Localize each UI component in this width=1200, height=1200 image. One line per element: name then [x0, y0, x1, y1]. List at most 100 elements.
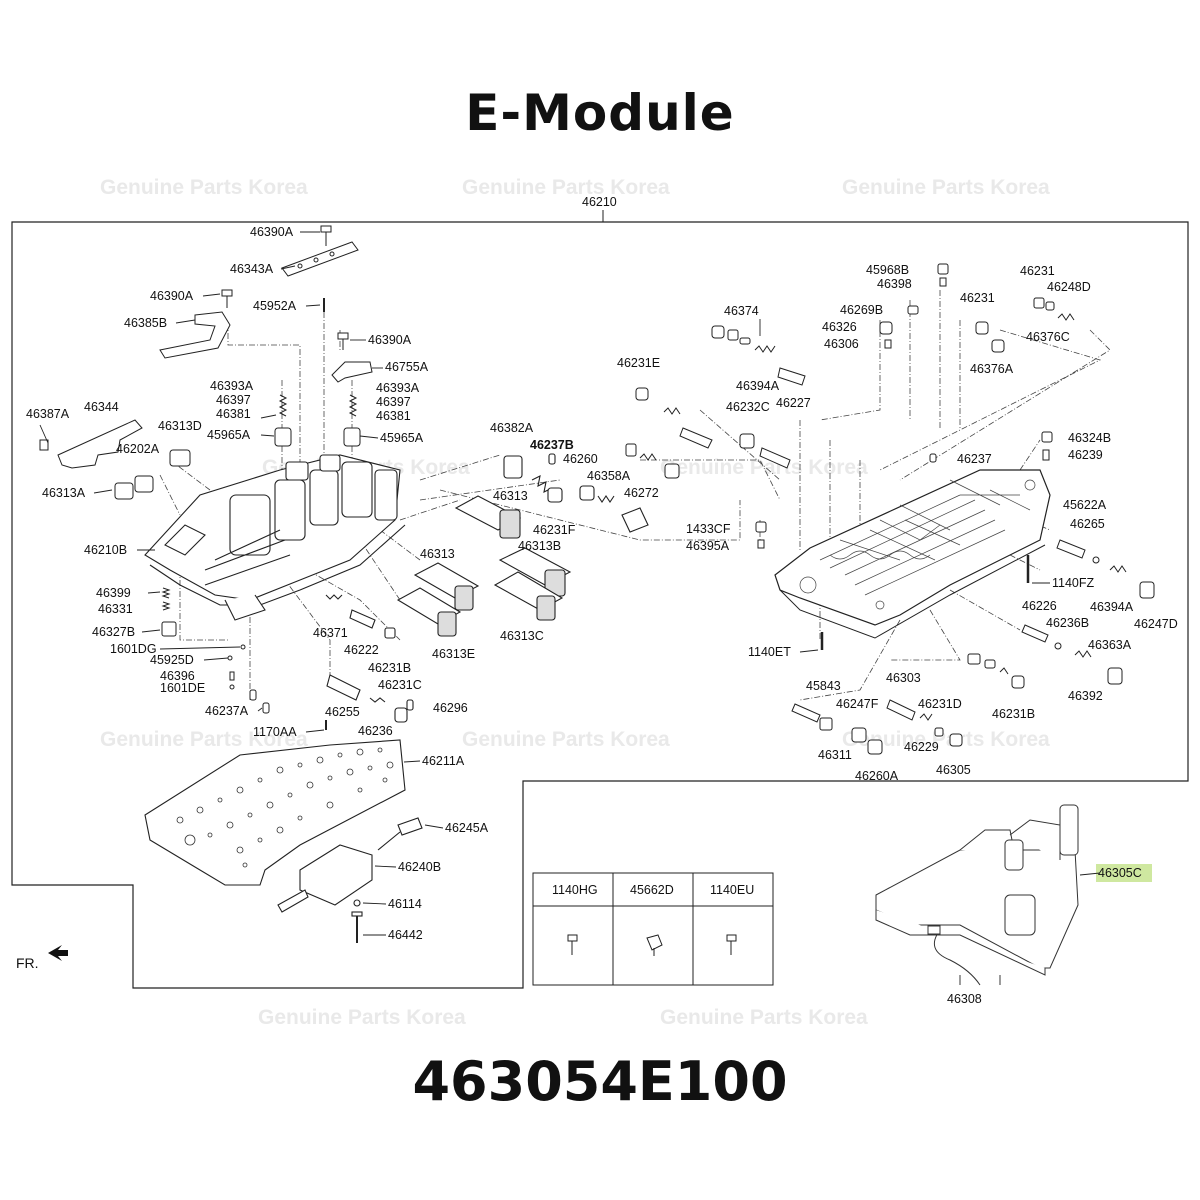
part-label: 46385B [124, 316, 167, 330]
part-label: 45965A [380, 431, 424, 445]
part-label: 46381 [216, 407, 251, 421]
part-label: 46308 [947, 992, 982, 1006]
part-label: 46381 [376, 409, 411, 423]
part-label: 46398 [877, 277, 912, 291]
part-label: 46390A [368, 333, 412, 347]
part-label: 46313C [500, 629, 544, 643]
watermark: Genuine Parts Korea [462, 728, 670, 751]
part-label: 46296 [433, 701, 468, 715]
part-label: 46755A [385, 360, 429, 374]
part-label: 46229 [904, 740, 939, 754]
part-label: 46313B [518, 539, 561, 553]
part-label: 46202A [116, 442, 160, 456]
part-label: 46442 [388, 928, 423, 942]
part-label: 45965A [207, 428, 251, 442]
part-label: 46393A [376, 381, 420, 395]
table-header: 45662D [630, 883, 674, 897]
part-label: 46236B [1046, 616, 1089, 630]
watermark: Genuine Parts Korea [462, 176, 670, 199]
part-label: 46397 [216, 393, 251, 407]
part-label: 46210B [84, 543, 127, 557]
part-label: 46394A [736, 379, 780, 393]
part-label: 46303 [886, 671, 921, 685]
part-label: 46260 [563, 452, 598, 466]
part-label: 1433CF [686, 522, 731, 536]
part-label: 46371 [313, 626, 348, 640]
part-label: 46231 [1020, 264, 1055, 278]
part-label: 46392 [1068, 689, 1103, 703]
part-number: 463054E100 [412, 1050, 788, 1113]
part-label: 46247D [1134, 617, 1178, 631]
part-label: 46390A [250, 225, 294, 239]
part-label: 46226 [1022, 599, 1057, 613]
upper-valve-body [144, 454, 406, 621]
left-small-parts [39, 225, 373, 730]
part-label: 46313E [432, 647, 475, 661]
part-label: 46394A [1090, 600, 1134, 614]
part-label: 46222 [344, 643, 379, 657]
highlighted-part-label: 46305C [1098, 866, 1142, 880]
watermark: Genuine Parts Korea [100, 728, 308, 751]
part-label: 46231B [368, 661, 411, 675]
part-label: 46397 [376, 395, 411, 409]
direction-label: FR. [16, 955, 39, 971]
part-label: 46306 [824, 337, 859, 351]
watermark: Genuine Parts Korea [258, 1006, 466, 1029]
part-label: 46240B [398, 860, 441, 874]
part-label: 46260A [855, 769, 899, 783]
part-label: 46237A [205, 704, 249, 718]
right-small-parts [625, 263, 1155, 755]
separator-plate [144, 739, 406, 886]
part-label: 46376A [970, 362, 1014, 376]
part-label: 45968B [866, 263, 909, 277]
watermark: Genuine Parts Korea [842, 176, 1050, 199]
part-label: 46227 [776, 396, 811, 410]
part-label: 46390A [150, 289, 194, 303]
part-label: 46393A [210, 379, 254, 393]
part-label: 46265 [1070, 517, 1105, 531]
part-label: 1601DG [110, 642, 157, 656]
part-label: 46331 [98, 602, 133, 616]
tcm-inset [875, 804, 1079, 986]
part-label: 45925D [150, 653, 194, 667]
part-label: 46363A [1088, 638, 1132, 652]
part-label: 46248D [1047, 280, 1091, 294]
part-label: 46237B [530, 438, 574, 452]
part-label: 1140ET [748, 645, 791, 659]
part-label: 1601DE [160, 681, 205, 695]
part-label: 46324B [1068, 431, 1111, 445]
label-assembly: 46210 [582, 195, 617, 209]
highlight-46305C [1096, 864, 1152, 882]
assembly-outline [11, 221, 1189, 989]
front-arrow-icon [48, 945, 68, 961]
part-label: 46305 [936, 763, 971, 777]
part-label: 46232C [726, 400, 770, 414]
part-label: 46231F [533, 523, 576, 537]
part-label: 46311 [818, 748, 852, 762]
watermark: Genuine Parts Korea [100, 176, 308, 199]
part-label: 46327B [92, 625, 135, 639]
table-header: 1140EU [710, 883, 754, 897]
part-label: 46313 [420, 547, 455, 561]
part-label: 46255 [325, 705, 360, 719]
part-label: 46344 [84, 400, 119, 414]
part-label: 46231B [992, 707, 1035, 721]
part-label: 46247F [836, 697, 879, 711]
watermark: Genuine Parts Korea [660, 456, 868, 479]
part-label: 46396 [160, 669, 195, 683]
watermark: Genuine Parts Korea [842, 728, 1050, 751]
table-header: 1140HG [552, 883, 598, 897]
part-label: 45622A [1063, 498, 1107, 512]
part-label: 46231C [378, 678, 422, 692]
manual-valve-parts [277, 817, 423, 943]
part-label: 46239 [1068, 448, 1103, 462]
part-label: 46387A [26, 407, 70, 421]
part-label: 46313D [158, 419, 202, 433]
part-label: 46231 [960, 291, 995, 305]
part-label: 46237 [957, 452, 992, 466]
part-label: 46231E [617, 356, 660, 370]
part-label: 46374 [724, 304, 759, 318]
fastener-table: 1140HG 45662D 1140EU [532, 872, 774, 986]
part-label: 45952A [253, 299, 297, 313]
